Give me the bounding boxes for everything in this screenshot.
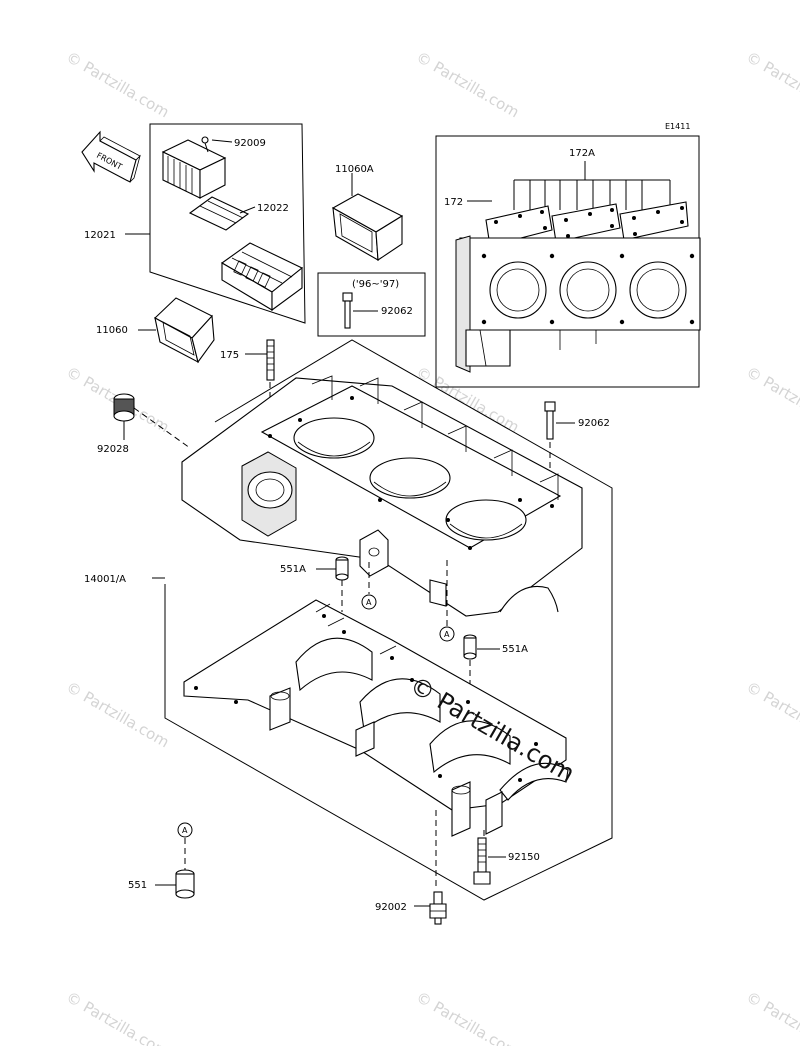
callout-172A: 172A xyxy=(569,148,595,159)
gasket-11060 xyxy=(138,297,215,364)
callout-92150: 92150 xyxy=(508,852,540,863)
callout-551: 551 xyxy=(128,880,147,891)
watermark: © Partzilla.com xyxy=(63,678,172,751)
callout-12022: 12022 xyxy=(257,203,289,214)
watermark: © Partzilla.com xyxy=(413,988,522,1046)
callout-14001A: 14001/A xyxy=(84,574,126,585)
callout-172: 172 xyxy=(444,197,463,208)
dowel-551A-right xyxy=(463,634,500,700)
callout-92009: 92009 xyxy=(234,138,266,149)
reed-12022 xyxy=(188,196,250,231)
watermark: © Partzilla.com xyxy=(413,48,522,121)
callout-551A-right: 551A xyxy=(502,644,528,655)
dowel-551A-left xyxy=(316,556,349,612)
ref-mark-a xyxy=(361,594,377,610)
watermark: © Partzilla.com xyxy=(63,48,172,121)
callout-92028: 92028 xyxy=(97,444,129,455)
ref-mark-a xyxy=(177,822,193,838)
crankcase-frame xyxy=(164,339,613,901)
watermark: © Partzilla.com xyxy=(743,988,800,1046)
lower-crankcase xyxy=(183,599,569,888)
front-arrow-icon: FRONT xyxy=(81,130,141,183)
ref-mark-a-label: A xyxy=(444,630,450,639)
year-note-box: ('96~'97) 92062 xyxy=(317,272,426,337)
callout-11060A: 11060A xyxy=(335,164,374,175)
ref-mark-a-label: A xyxy=(366,598,372,607)
diagram-code: E1411 xyxy=(665,122,690,131)
year-note: ('96~'97) xyxy=(352,279,399,290)
callout-12021: 12021 xyxy=(84,230,116,241)
watermark: © Partzilla.com xyxy=(743,363,800,436)
callout-551A-left: 551A xyxy=(280,564,306,575)
plug-92028 xyxy=(113,393,191,449)
gasket-11060A xyxy=(331,173,404,261)
callout-175: 175 xyxy=(220,350,239,361)
watermark: © Partzilla.com xyxy=(743,678,800,751)
callout-11060: 11060 xyxy=(96,325,128,336)
watermark: © Partzilla.com xyxy=(743,48,800,121)
dowel-551 xyxy=(155,869,195,899)
watermark: © Partzilla.com xyxy=(63,988,172,1046)
callout-92062-top: 92062 xyxy=(381,306,413,317)
callout-92002: 92002 xyxy=(375,902,407,913)
upper-crankcase xyxy=(181,375,583,617)
bolt-92002 xyxy=(414,891,447,925)
screw-92009 xyxy=(201,136,209,144)
ref-mark-a-label: A xyxy=(182,826,188,835)
cylinder-inset: 172A 172 xyxy=(435,135,701,388)
callout-92062-right: 92062 xyxy=(578,418,610,429)
reed-valve-group xyxy=(125,123,306,324)
ref-mark-a xyxy=(439,626,455,642)
bolt-92150 xyxy=(473,837,506,885)
